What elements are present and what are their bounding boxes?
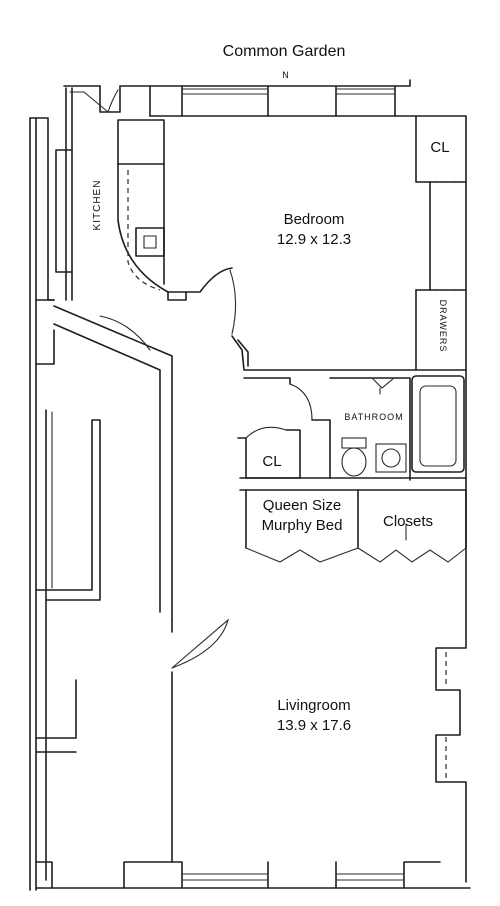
drawers-label: DRAWERS [438, 300, 448, 353]
closets-label: Closets [383, 513, 433, 530]
compass-north: N [282, 70, 290, 80]
storage-wall: Queen Size Murphy Bed Closets [239, 477, 467, 563]
livingroom-name: Livingroom [277, 697, 350, 714]
bedroom-size: 12.9 x 12.3 [277, 231, 351, 248]
corridor [35, 299, 229, 889]
bedroom: Bedroom 12.9 x 12.3 CL DRAWERS [185, 115, 467, 371]
outer-walls [29, 79, 471, 891]
livingroom-size: 13.9 x 17.6 [277, 717, 351, 734]
livingroom: Livingroom 13.9 x 17.6 [277, 697, 351, 734]
hall-closet-label: CL [262, 453, 281, 470]
bathroom-label: BATHROOM [344, 412, 403, 422]
bedroom-closet-label: CL [430, 139, 449, 156]
common-garden-label: Common Garden [223, 43, 346, 60]
kitchen: KITCHEN [55, 87, 187, 301]
bathroom: BATHROOM [243, 375, 465, 481]
murphy-bed-line2: Murphy Bed [262, 517, 343, 534]
hall-closet: CL [237, 426, 301, 479]
bedroom-name: Bedroom [284, 211, 345, 228]
murphy-bed-line1: Queen Size [263, 497, 341, 514]
kitchen-label: KITCHEN [92, 180, 103, 231]
